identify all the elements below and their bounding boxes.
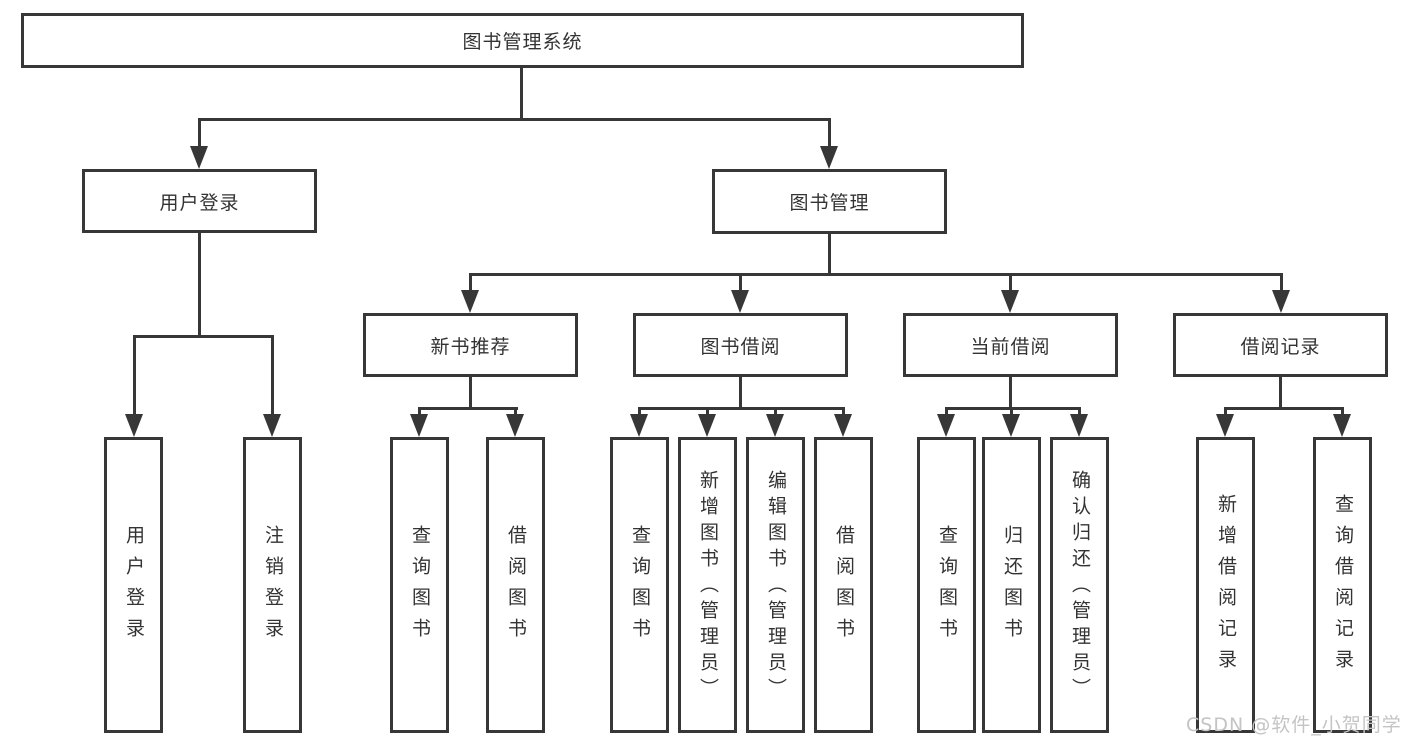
leaf-borrow-book: 借阅图书	[814, 437, 873, 733]
leaf-query-book-current: 查询图书	[917, 437, 976, 733]
leaf-user-login: 用户登录	[104, 437, 163, 733]
arrowhead-cb-confirm	[1070, 414, 1088, 437]
node-borrow-record: 借阅记录	[1173, 313, 1388, 377]
node-current-borrow: 当前借阅	[903, 313, 1118, 377]
leaf-edit-book-admin: 编辑图书（管理员）	[746, 437, 805, 733]
arrowhead-cb-return	[1002, 414, 1020, 437]
connector-borrow-record-stem	[1279, 377, 1282, 410]
arrowhead-user-login	[190, 146, 208, 169]
arrowhead-br-query	[1333, 414, 1351, 437]
arrowhead-bb-query	[630, 414, 648, 437]
connector-cb-confirm-drop	[1078, 407, 1081, 416]
connector-current-borrow-drop	[1009, 273, 1012, 294]
connector-leaf-login-drop	[133, 335, 136, 416]
arrowhead-current-borrow	[1001, 290, 1019, 313]
connector-root-hbar	[198, 118, 831, 121]
node-new-book-recommend: 新书推荐	[363, 313, 578, 377]
connector-br-add-drop	[1224, 407, 1227, 416]
leaf-confirm-return-admin: 确认归还（管理员）	[1050, 437, 1109, 733]
arrowhead-nb-query	[410, 414, 428, 437]
connector-current-borrow-hbar	[945, 407, 1081, 410]
csdn-watermark: CSDN @软件_小贺同学	[1186, 714, 1402, 736]
arrowhead-leaf-login	[125, 414, 143, 437]
connector-leaf-logout-drop	[271, 335, 274, 416]
connector-current-borrow-stem	[1009, 377, 1012, 410]
arrowhead-cb-query	[937, 414, 955, 437]
connector-new-book-drop	[469, 273, 472, 294]
leaf-borrow-book-recommend: 借阅图书	[486, 437, 545, 733]
connector-book-borrow-drop	[739, 273, 742, 294]
connector-borrow-record-drop	[1280, 273, 1283, 294]
connector-root-stem	[520, 68, 523, 120]
node-user-login: 用户登录	[82, 169, 317, 233]
connector-user-login-stem	[198, 233, 201, 338]
arrowhead-book-borrow	[731, 290, 749, 313]
connector-bb-add-drop	[706, 407, 709, 416]
arrowhead-bb-borrow	[834, 414, 852, 437]
arrowhead-leaf-logout	[263, 414, 281, 437]
connector-book-borrow-hbar	[638, 407, 845, 410]
connector-borrow-record-hbar	[1224, 407, 1344, 410]
connector-bb-query-drop	[638, 407, 641, 416]
leaf-add-borrow-record: 新增借阅记录	[1196, 437, 1255, 733]
arrowhead-bb-edit	[766, 414, 784, 437]
arrowhead-nb-borrow	[506, 414, 524, 437]
connector-nb-borrow-drop	[514, 407, 517, 416]
arrowhead-new-book	[461, 290, 479, 313]
connector-new-book-hbar	[418, 407, 518, 410]
connector-book-mgmt-stem	[828, 234, 831, 276]
node-book-management: 图书管理	[712, 169, 947, 234]
arrowhead-bb-add	[698, 414, 716, 437]
node-root-library-system: 图书管理系统	[21, 13, 1024, 68]
leaf-return-book: 归还图书	[982, 437, 1041, 733]
connector-book-mgmt-drop	[828, 118, 831, 148]
connector-new-book-stem	[469, 377, 472, 410]
arrowhead-br-add	[1216, 414, 1234, 437]
connector-bb-edit-drop	[774, 407, 777, 416]
connector-nb-query-drop	[418, 407, 421, 416]
connector-user-login-hbar	[133, 335, 274, 338]
arrowhead-book-mgmt	[820, 146, 838, 169]
leaf-add-book-admin: 新增图书（管理员）	[678, 437, 737, 733]
node-book-borrow: 图书借阅	[633, 313, 848, 377]
leaf-query-book-recommend: 查询图书	[390, 437, 449, 733]
connector-book-borrow-stem	[739, 377, 742, 410]
arrowhead-borrow-record	[1272, 290, 1290, 313]
leaf-query-book-borrow: 查询图书	[610, 437, 669, 733]
connector-book-mgmt-hbar	[469, 273, 1283, 276]
connector-cb-query-drop	[945, 407, 948, 416]
connector-bb-borrow-drop	[842, 407, 845, 416]
leaf-logout: 注销登录	[243, 437, 302, 733]
leaf-query-borrow-record: 查询借阅记录	[1313, 437, 1372, 733]
connector-cb-return-drop	[1010, 407, 1013, 416]
connector-user-login-drop	[198, 118, 201, 148]
connector-br-query-drop	[1341, 407, 1344, 416]
